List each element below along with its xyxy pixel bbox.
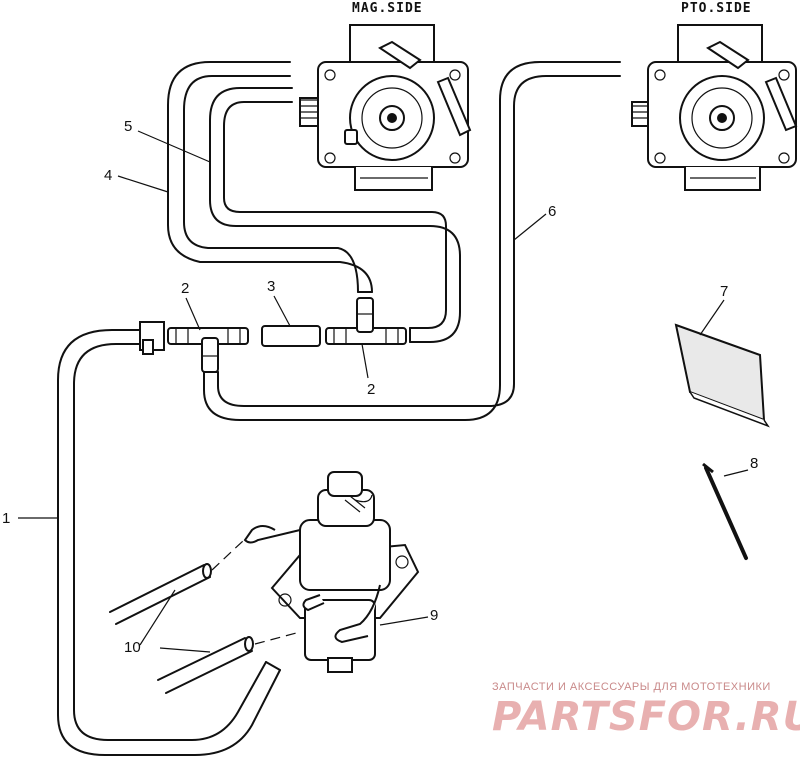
leader-lines <box>18 130 749 653</box>
carburetor-mag-side <box>299 24 472 191</box>
callout-3: 3 <box>267 278 275 295</box>
callout-2-upper: 2 <box>181 280 189 297</box>
callout-7: 7 <box>720 283 728 300</box>
callout-9: 9 <box>430 607 438 624</box>
filter-pad-7 <box>674 323 770 428</box>
watermark-brand: PARTSFOR.RU <box>492 694 800 740</box>
hose-4 <box>167 61 373 293</box>
callout-8: 8 <box>750 455 758 472</box>
hose-3 <box>261 325 321 347</box>
t-fitting-right <box>325 297 407 345</box>
callout-10: 10 <box>124 639 141 656</box>
callout-6: 6 <box>548 203 556 220</box>
fuel-pump-9 <box>243 471 420 673</box>
callout-1: 1 <box>2 510 10 527</box>
carburetor-pto-side <box>631 24 798 191</box>
pin-8 <box>702 462 748 560</box>
hose-1 <box>57 329 281 756</box>
callout-2-lower: 2 <box>367 381 375 398</box>
hose-pieces-10 <box>109 539 301 694</box>
hose-5 <box>209 87 461 343</box>
mag-side-label: MAG.SIDE <box>352 1 423 16</box>
watermark-tagline: ЗАПЧАСТИ И АКСЕССУАРЫ ДЛЯ МОТОТЕХНИКИ <box>492 681 771 693</box>
pto-side-label: PTO.SIDE <box>681 1 752 16</box>
t-fitting-left <box>139 321 249 373</box>
callout-4: 4 <box>104 167 112 184</box>
callout-5: 5 <box>124 118 132 135</box>
